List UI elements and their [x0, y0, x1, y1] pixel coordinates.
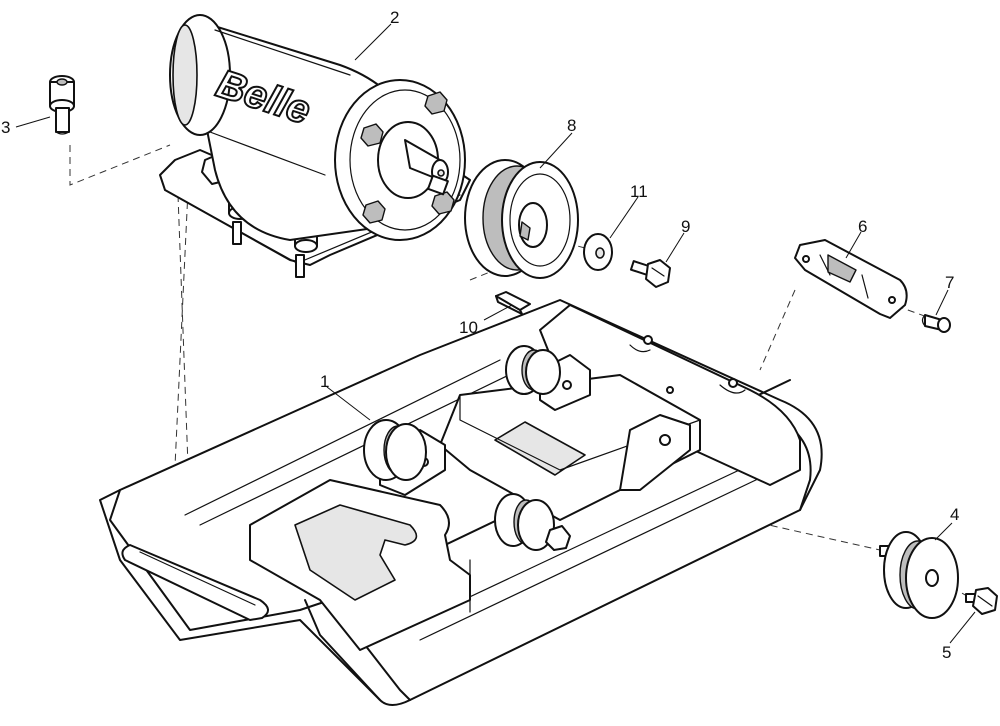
callout-3: 3 [1, 118, 10, 137]
callout-4: 4 [950, 505, 959, 524]
washer [583, 233, 613, 271]
callout-labels: 1 2 3 4 5 6 7 8 9 10 11 [1, 8, 959, 662]
flange-bolt [629, 259, 671, 288]
small-screw [921, 314, 951, 333]
callout-10: 10 [459, 318, 478, 337]
flange-nut [965, 587, 998, 615]
pulley [464, 159, 579, 279]
plate-rollers [363, 345, 571, 551]
callout-1: 1 [320, 372, 329, 391]
base-plate [99, 299, 823, 706]
callout-9: 9 [681, 217, 690, 236]
callout-5: 5 [942, 643, 951, 662]
callout-11: 11 [630, 182, 648, 201]
motor: Belle [159, 14, 471, 278]
mounting-bracket [794, 239, 908, 319]
callout-7: 7 [945, 273, 954, 292]
callout-8: 8 [567, 116, 576, 135]
callout-6: 6 [858, 217, 867, 236]
roller [879, 531, 959, 619]
callout-2: 2 [390, 8, 399, 27]
leader-lines [15, 23, 976, 644]
cap-screw [49, 75, 75, 135]
